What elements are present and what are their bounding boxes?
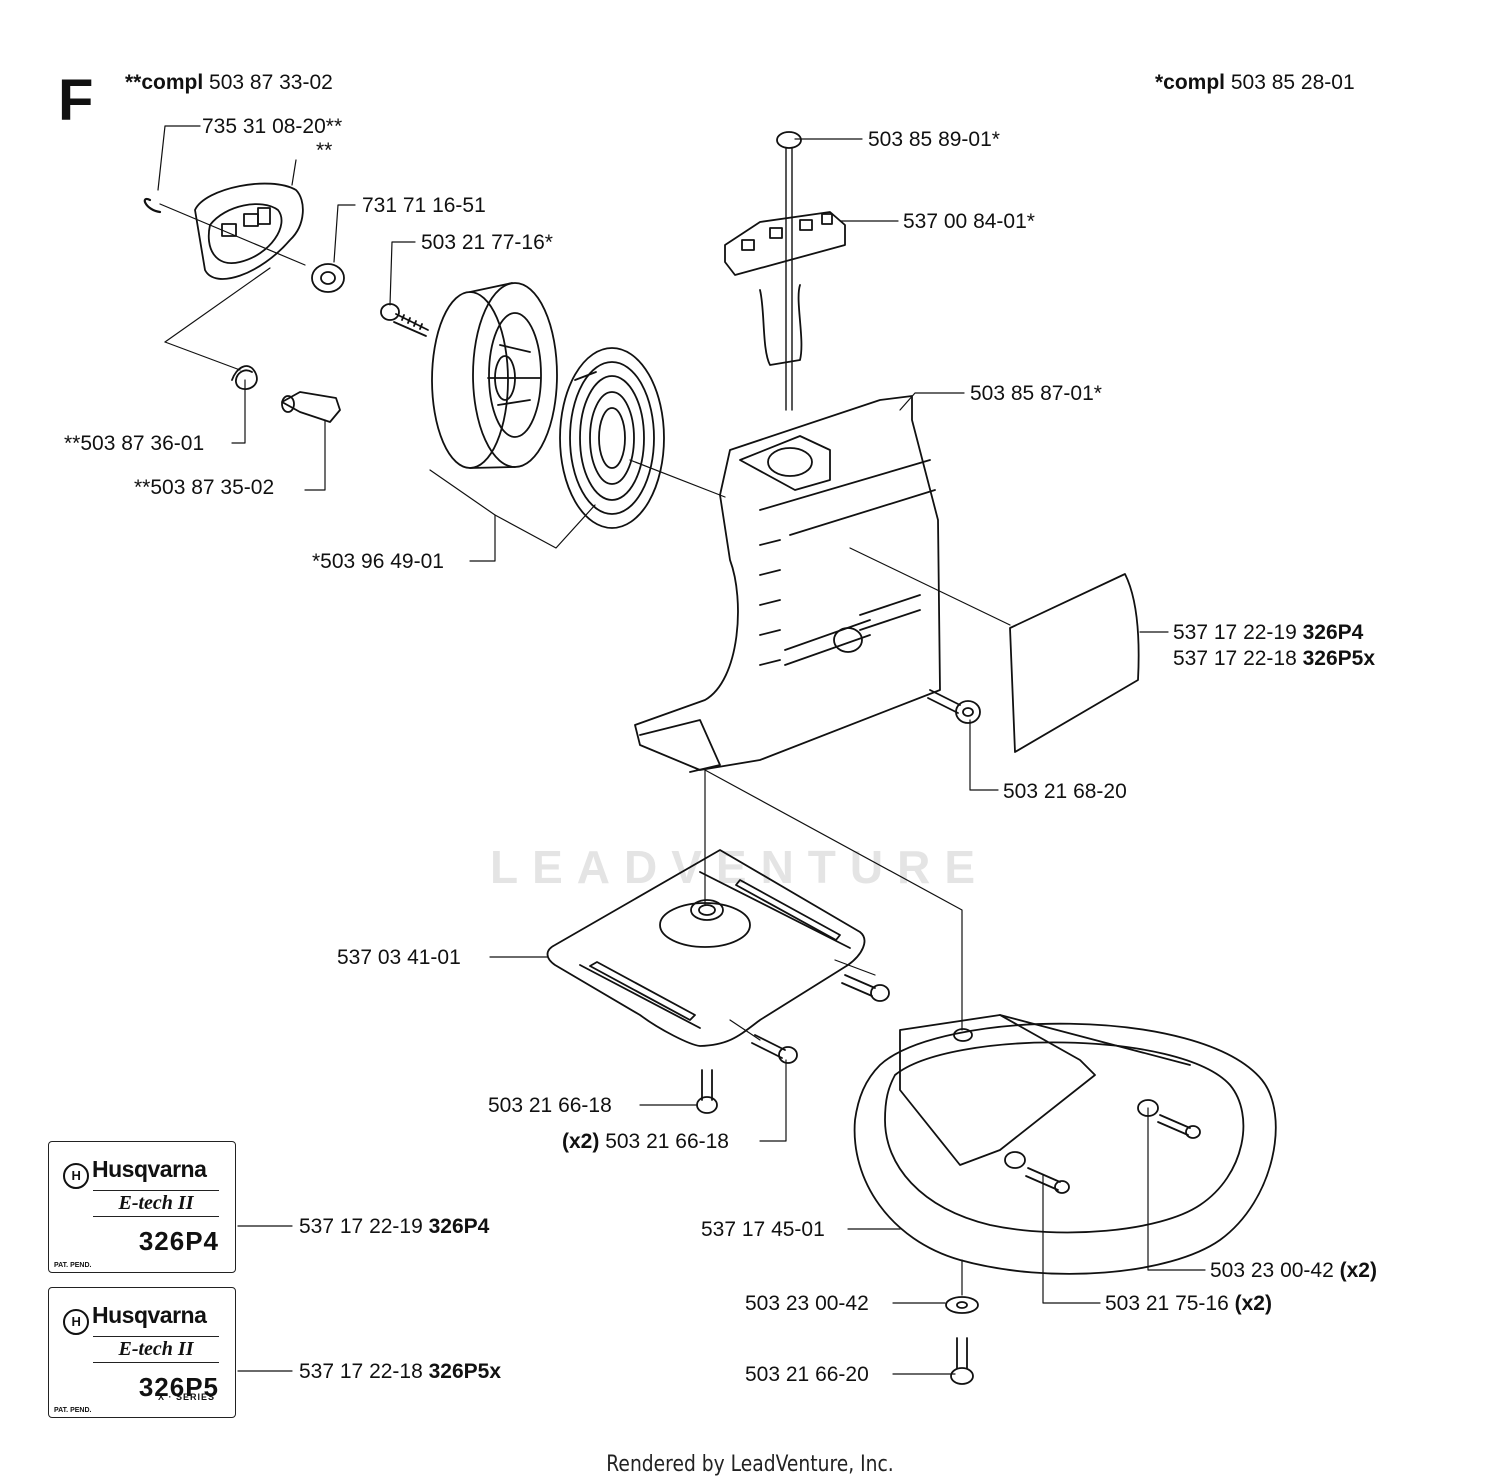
part-label[interactable]: 537 17 45-01 (701, 1218, 825, 1241)
screw-part (380, 303, 429, 337)
part-number: 503 23 00-42 (1210, 1259, 1334, 1282)
part-label[interactable]: 503 23 00-42 (x2) (1210, 1260, 1377, 1281)
model-tag: 326P4 (428, 1215, 490, 1238)
part-number: 537 17 22-19 (299, 1215, 423, 1238)
quantity-tag: (x2) (1339, 1259, 1377, 1282)
part-label[interactable]: (x2) 503 21 66-18 (562, 1131, 729, 1152)
model-tag: 326P5x (1302, 647, 1376, 670)
etech-label: E-tech II (93, 1336, 219, 1363)
patent-label: PAT. PEND. (54, 1407, 92, 1414)
part-label[interactable]: **503 87 36-01 (64, 432, 205, 455)
footer-credit: Rendered by LeadVenture, Inc. (606, 1452, 894, 1477)
part-label[interactable]: 537 17 22-19 326P4 (299, 1216, 489, 1237)
part-label[interactable]: 503 85 87-01* (970, 382, 1102, 405)
part-label[interactable]: 503 21 77-16* (421, 231, 553, 254)
part-label[interactable]: 537 00 84-01* (903, 210, 1035, 233)
part-label[interactable]: 503 21 66-20 (745, 1363, 869, 1386)
part-label[interactable]: 503 21 66-18 (488, 1094, 612, 1117)
crown-icon: H (63, 1163, 89, 1189)
kit-header-left: **compl 503 87 33-02 (125, 72, 333, 93)
kit-header-right: *compl 503 85 28-01 (1155, 72, 1355, 93)
part-number: 537 17 22-19 (1173, 621, 1297, 644)
quantity-tag: (x2) (1234, 1292, 1272, 1315)
part-label[interactable]: **503 87 35-02 (134, 476, 275, 499)
quantity-tag: (x2) (562, 1130, 600, 1153)
watermark: LEADVENTURE (490, 841, 990, 893)
model-label: 326P4 (138, 1226, 219, 1256)
starter-handle-part (724, 131, 846, 411)
part-label[interactable]: 503 23 00-42 (745, 1292, 869, 1315)
crown-icon: H (63, 1309, 89, 1335)
part-number: 537 17 22-18 (1173, 647, 1297, 670)
part-number: 537 17 22-18 (299, 1360, 423, 1383)
model-tag: 326P5x (428, 1360, 502, 1383)
part-label[interactable]: 503 85 89-01* (868, 128, 1000, 151)
screw-part (696, 974, 890, 1114)
leader-lines (157, 125, 1206, 1375)
pulley-part (431, 282, 558, 469)
kit-number: 503 87 33-02 (209, 71, 333, 94)
model-tag: 326P4 (1302, 621, 1364, 644)
part-label[interactable]: 731 71 16-51 (362, 194, 486, 217)
etech-label: E-tech II (93, 1190, 219, 1217)
kit-prefix: **compl (125, 71, 204, 94)
part-number: 503 21 75-16 (1105, 1292, 1229, 1315)
kit-number: 503 85 28-01 (1230, 71, 1355, 94)
section-letter: F (58, 68, 94, 133)
part-label[interactable]: ** (316, 139, 333, 162)
part-label[interactable]: 537 17 22-19 326P4 (1173, 622, 1363, 643)
bracket-plate-part (546, 849, 866, 1047)
screw-part (927, 689, 981, 724)
patent-label: PAT. PEND. (54, 1262, 92, 1269)
part-label[interactable]: 537 03 41-01 (337, 946, 461, 969)
part-label[interactable]: *503 96 49-01 (312, 550, 444, 573)
series-label: X · SERIES (157, 1392, 215, 1402)
pawl-spring-part (231, 365, 341, 423)
foot-ring-part (853, 1014, 1277, 1275)
part-label[interactable]: 503 21 68-20 (1003, 780, 1127, 803)
model-label: 326P5 (138, 1372, 219, 1402)
starter-housing-part (634, 395, 941, 773)
part-label[interactable]: 735 31 08-20** (202, 115, 343, 138)
part-number: 503 21 66-18 (605, 1130, 729, 1153)
recoil-spring-part (559, 347, 665, 529)
part-label[interactable]: 503 21 75-16 (x2) (1105, 1293, 1272, 1314)
starter-cap-part (143, 182, 345, 293)
label-sheet-part (1009, 573, 1140, 753)
part-label[interactable]: 537 17 22-18 326P5x (299, 1361, 501, 1382)
washer-screw-part (945, 1099, 1201, 1385)
part-label[interactable]: 537 17 22-18 326P5x (1173, 648, 1375, 669)
kit-prefix: *compl (1155, 71, 1226, 94)
